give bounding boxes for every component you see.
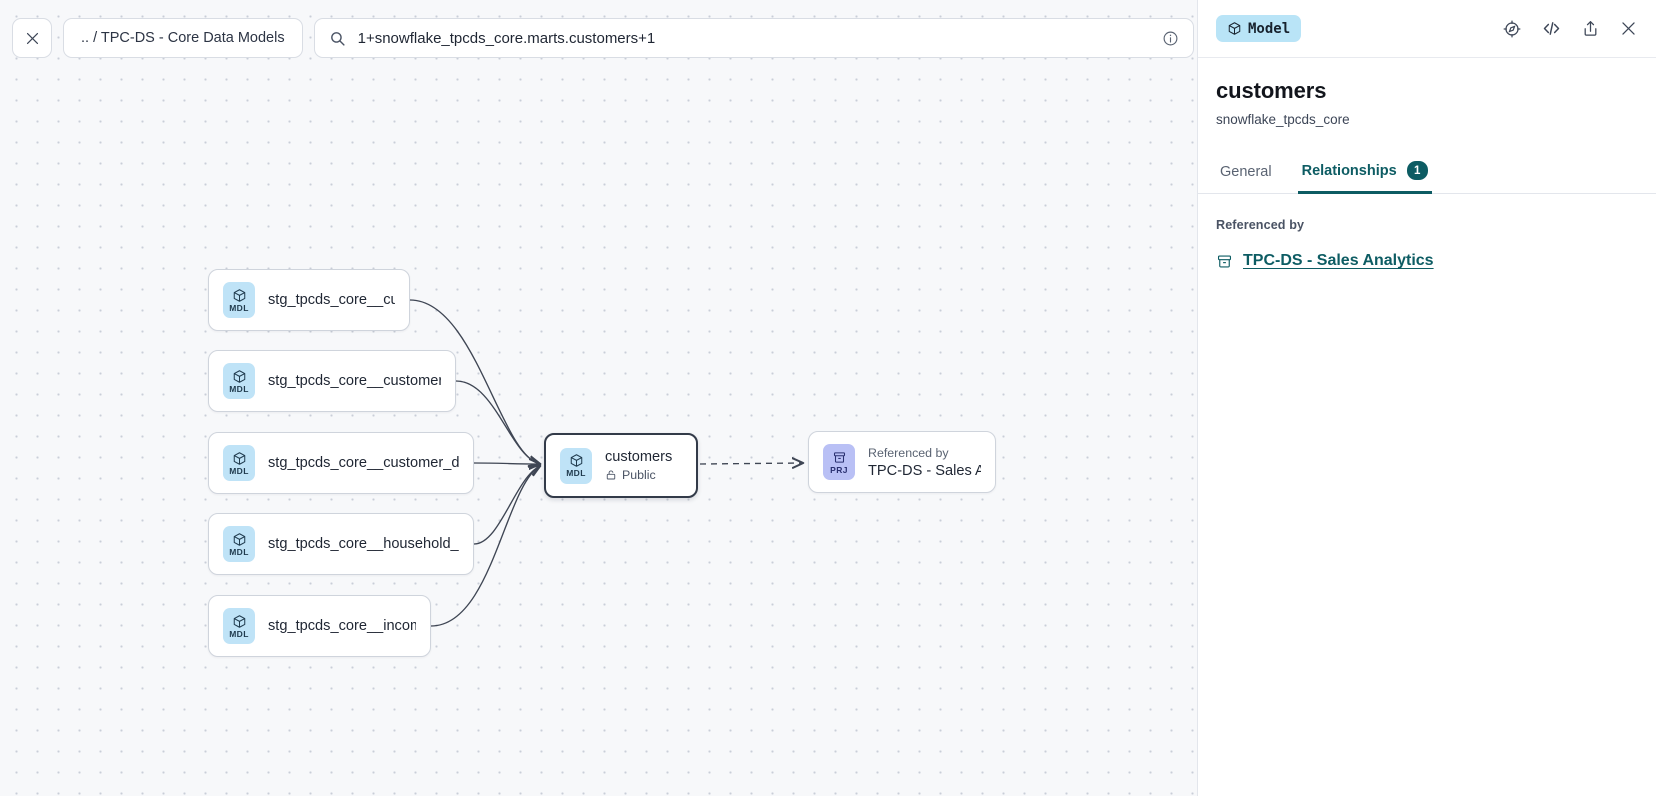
share-icon[interactable] xyxy=(1581,19,1600,38)
resource-type-label: Model xyxy=(1248,20,1291,37)
project-icon xyxy=(832,450,847,465)
lineage-node-body: stg_tpcds_core__household_demogr… xyxy=(268,536,459,552)
model-type-chip: MDL xyxy=(223,608,255,644)
relationships-content: Referenced by TPC-DS - Sales Analytics xyxy=(1198,194,1656,270)
details-panel-title-block: customers snowflake_tpcds_core xyxy=(1198,58,1656,127)
resource-type-badge: Model xyxy=(1216,15,1302,42)
lineage-node-body: stg_tpcds_core__customer_address xyxy=(268,373,441,389)
tab-relationships[interactable]: Relationships 1 xyxy=(1297,153,1432,194)
details-panel: Model customers snowflake_tpcds_core xyxy=(1197,0,1656,796)
cube-icon xyxy=(232,369,247,384)
details-tabs: General Relationships 1 xyxy=(1198,153,1656,194)
model-type-chip: MDL xyxy=(223,363,255,399)
breadcrumb-label: .. / TPC-DS - Core Data Models xyxy=(81,30,285,46)
model-type-chip: MDL xyxy=(560,447,592,484)
lineage-node-body: Referenced by TPC-DS - Sales Analytics xyxy=(868,446,981,479)
lineage-node-body: stg_tpcds_core__income_band xyxy=(268,618,416,634)
cube-icon xyxy=(1227,21,1242,36)
lineage-node-label: stg_tpcds_core__household_demogr… xyxy=(268,536,459,552)
type-chip-label: MDL xyxy=(229,465,249,476)
cube-icon xyxy=(232,614,247,629)
lineage-node-kicker: Referenced by xyxy=(868,445,949,460)
lineage-node-access-label: Public xyxy=(622,468,656,482)
type-chip-label: MDL xyxy=(229,546,249,557)
edge-downstream xyxy=(699,463,803,464)
type-chip-label: PRJ xyxy=(830,464,848,475)
project-icon xyxy=(1216,253,1233,270)
type-chip-label: MDL xyxy=(229,383,249,394)
referenced-by-link[interactable]: TPC-DS - Sales Analytics xyxy=(1243,252,1434,269)
close-lineage-button[interactable] xyxy=(12,18,52,58)
cube-icon xyxy=(569,453,584,468)
lineage-node-body: stg_tpcds_core__customer xyxy=(268,292,395,308)
type-chip-label: MDL xyxy=(566,468,586,478)
tab-general-label: General xyxy=(1220,164,1272,180)
model-type-chip: MDL xyxy=(223,282,255,318)
lineage-node-label: stg_tpcds_core__income_band xyxy=(268,618,416,634)
tab-relationships-label: Relationships xyxy=(1301,162,1397,179)
lineage-node[interactable]: MDL stg_tpcds_core__customer_demogra… xyxy=(208,432,474,494)
lineage-node[interactable]: MDL stg_tpcds_core__income_band xyxy=(208,595,431,657)
lineage-search-bar[interactable]: 1+snowflake_tpcds_core.marts.customers+1 xyxy=(313,18,1194,58)
lineage-edges xyxy=(409,299,1197,627)
lineage-node[interactable]: PRJ Referenced by TPC-DS - Sales Analytics xyxy=(808,431,996,493)
cube-icon xyxy=(232,451,247,466)
lineage-canvas[interactable]: .. / TPC-DS - Core Data Models 1+snowfla… xyxy=(0,0,1197,796)
referenced-by-label: Referenced by xyxy=(1216,218,1305,232)
explore-icon[interactable] xyxy=(1502,19,1522,39)
search-icon xyxy=(329,30,346,47)
cube-icon xyxy=(232,532,247,547)
page-title: customers xyxy=(1216,78,1327,103)
tab-relationships-count: 1 xyxy=(1406,161,1428,180)
lineage-node-label: TPC-DS - Sales Analytics xyxy=(868,462,981,479)
lineage-node-label: stg_tpcds_core__customer xyxy=(268,292,395,308)
panel-action-group xyxy=(1502,18,1638,39)
tab-general[interactable]: General xyxy=(1216,156,1276,194)
cube-icon xyxy=(232,288,247,303)
lineage-node[interactable]: MDL stg_tpcds_core__household_demogr… xyxy=(208,513,474,575)
lineage-node-label: customers xyxy=(605,449,673,465)
lineage-node[interactable]: MDL stg_tpcds_core__customer_address xyxy=(208,350,456,412)
type-chip-label: MDL xyxy=(229,628,249,639)
search-input[interactable]: 1+snowflake_tpcds_core.marts.customers+1 xyxy=(357,29,656,47)
breadcrumb[interactable]: .. / TPC-DS - Core Data Models xyxy=(63,18,303,58)
close-panel-icon[interactable] xyxy=(1619,19,1638,38)
lineage-node[interactable]: MDL stg_tpcds_core__customer xyxy=(208,269,410,331)
type-chip-label: MDL xyxy=(229,302,249,313)
lineage-node-body: stg_tpcds_core__customer_demogra… xyxy=(268,455,459,471)
project-type-chip: PRJ xyxy=(823,444,855,480)
lock-icon xyxy=(605,469,617,481)
canvas-toolbar: .. / TPC-DS - Core Data Models 1+snowfla… xyxy=(12,18,1197,58)
info-icon[interactable] xyxy=(1162,30,1179,47)
lineage-node-access: Public xyxy=(605,468,672,482)
details-panel-header: Model xyxy=(1198,0,1656,58)
list-item[interactable]: TPC-DS - Sales Analytics xyxy=(1216,252,1638,270)
model-type-chip: MDL xyxy=(223,445,255,481)
close-icon xyxy=(24,30,41,47)
page-subtitle: snowflake_tpcds_core xyxy=(1216,112,1350,127)
lineage-node-label: stg_tpcds_core__customer_address xyxy=(268,373,441,389)
code-icon[interactable] xyxy=(1541,18,1562,39)
lineage-node-label: stg_tpcds_core__customer_demogra… xyxy=(268,455,459,471)
model-type-chip: MDL xyxy=(223,526,255,562)
